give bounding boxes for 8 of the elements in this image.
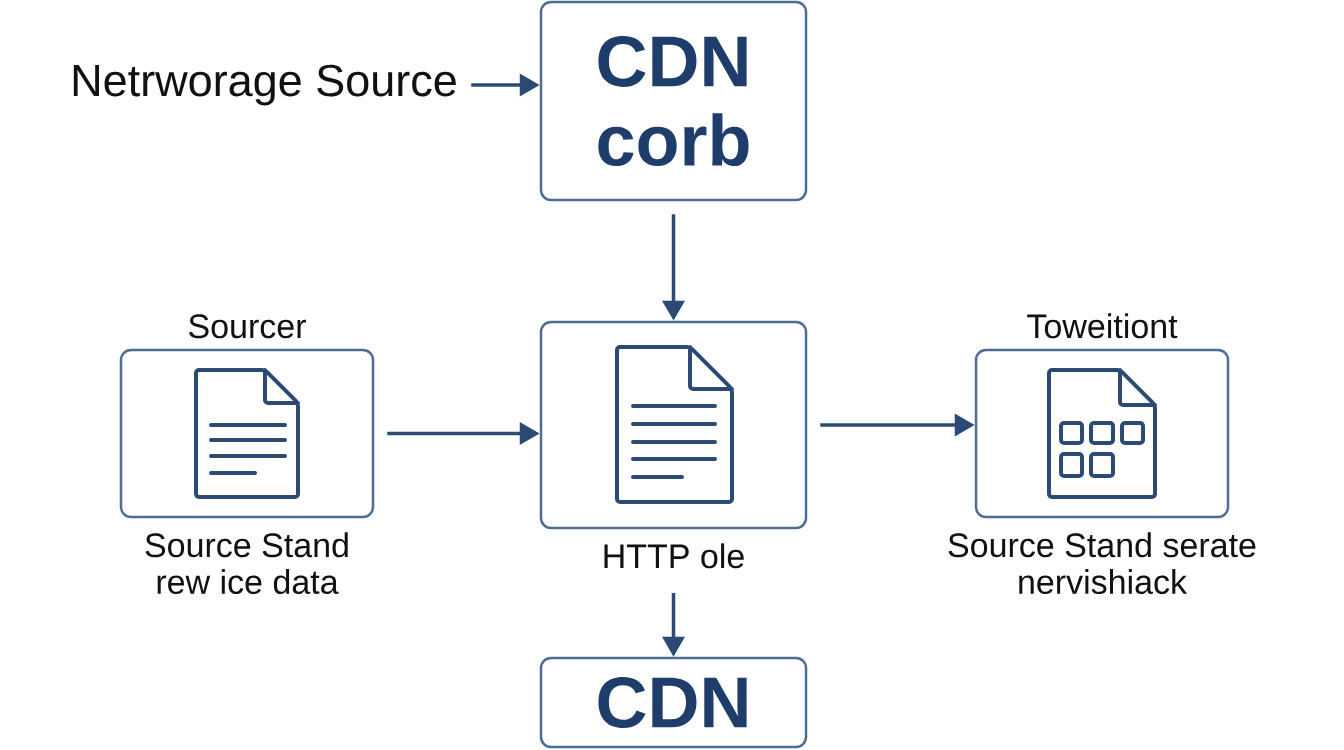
process-box: CDN — [539, 656, 808, 749]
caption-text: Source Stand serate nervishiack — [948, 532, 1256, 595]
text-label: Netrworage Source — [73, 64, 456, 106]
caption-text: Source Stand rew ice data — [145, 532, 348, 595]
caption-text: HTTP ole — [604, 543, 744, 569]
box-title: Toweitiont — [1027, 313, 1178, 339]
process-box: CDN corb — [539, 0, 808, 202]
box-title: Sourcer — [189, 314, 306, 339]
